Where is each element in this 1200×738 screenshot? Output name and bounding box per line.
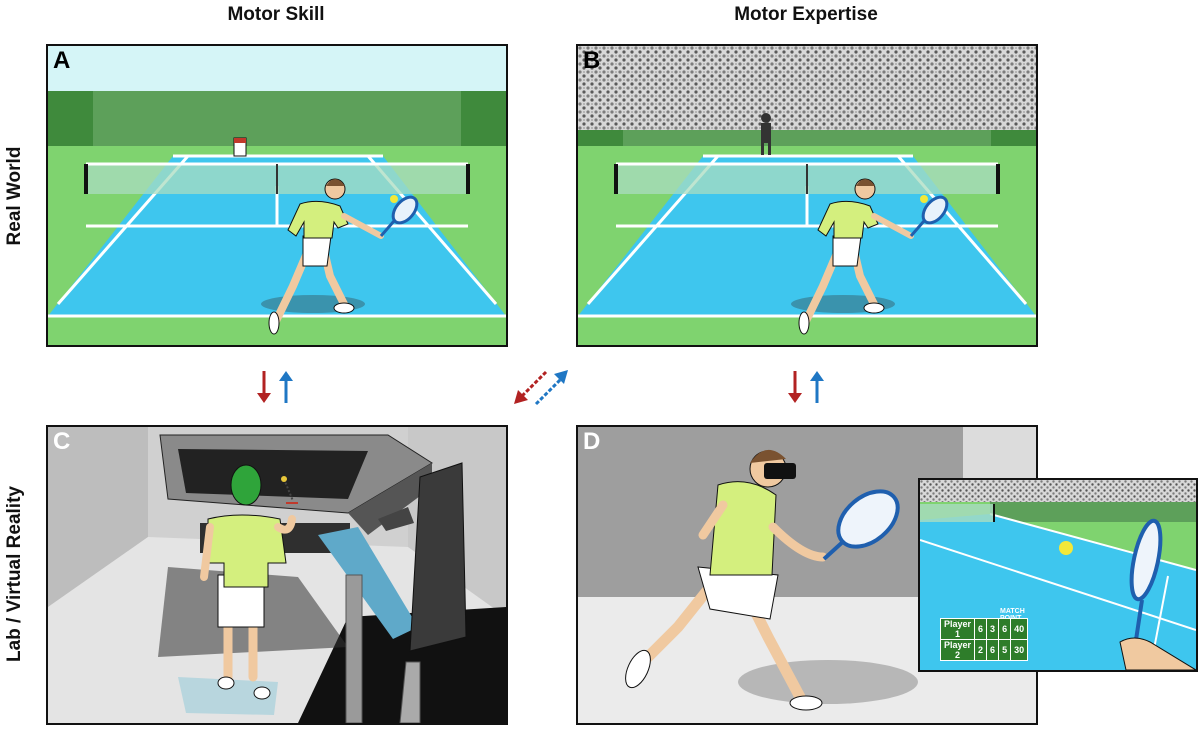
stadium-court-scene (578, 46, 1036, 345)
panel-a-real-world-skill: A (46, 44, 508, 347)
row-header-lab-virtual-reality: Lab / Virtual Reality (4, 469, 26, 679)
scoreboard-table: Player 1 6 3 6 40 Player 2 2 6 5 30 (940, 618, 1028, 661)
score-cell: 6 (975, 619, 987, 640)
arrow-pair-diagonal (510, 366, 572, 408)
panel-letter-d: D (583, 428, 600, 456)
vr-headset-view-inset: MATCH POINT Player 1 6 3 6 40 Player 2 2… (918, 478, 1198, 672)
score-cell: 6 (999, 619, 1011, 640)
score-cell: 3 (987, 619, 999, 640)
score-cell: 5 (999, 640, 1011, 661)
panel-b-real-world-expertise: B (576, 44, 1038, 347)
score-cell: 30 (1011, 640, 1028, 661)
scoreboard-row: Player 1 6 3 6 40 (941, 619, 1028, 640)
column-header-motor-expertise: Motor Expertise (656, 4, 956, 26)
player-name: Player 2 (941, 640, 975, 661)
panel-letter-a: A (53, 47, 70, 75)
score-cell: 2 (975, 640, 987, 661)
tennis-court-scene (48, 46, 506, 345)
panel-letter-c: C (53, 428, 70, 456)
arrow-pair-left (252, 368, 298, 406)
robotic-manipulandum-scene (48, 427, 506, 723)
score-cell: 6 (987, 640, 999, 661)
player-name: Player 1 (941, 619, 975, 640)
panel-c-lab-skill: C (46, 425, 508, 725)
arrow-pair-right (783, 368, 829, 406)
scoreboard-row: Player 2 2 6 5 30 (941, 640, 1028, 661)
score-cell: 40 (1011, 619, 1028, 640)
row-header-real-world: Real World (4, 131, 26, 261)
column-header-motor-skill: Motor Skill (126, 4, 426, 26)
panel-letter-b: B (583, 47, 600, 75)
